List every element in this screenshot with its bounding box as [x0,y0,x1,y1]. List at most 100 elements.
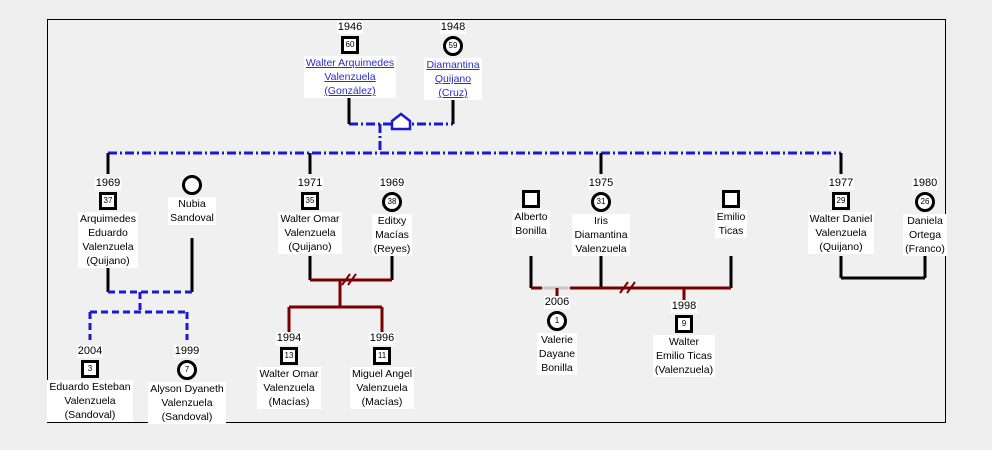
male-square-icon[interactable] [722,190,740,208]
name-line: Alyson Dyaneth [150,383,224,395]
name-line[interactable]: (González) [324,85,376,97]
name-line: Valenzuela [575,243,627,255]
birth-year: 1969 [378,177,406,190]
name-line: Nubia [178,198,206,210]
birth-year: 1975 [587,177,615,190]
birth-year: 1948 [439,21,467,34]
name-line: Valenzuela [356,382,408,394]
name-line: Iris [594,215,608,227]
name-line[interactable]: (Cruz) [438,87,468,99]
name-line: (Quijano) [86,255,130,267]
female-circle-icon[interactable]: 38 [382,192,402,212]
male-square-icon[interactable] [522,190,540,208]
name-line[interactable]: Diamantina [426,59,480,71]
iris-unions-lines [529,256,733,300]
name-line: Editxy [377,215,407,227]
name-line: (Valenzuela) [654,364,714,376]
name-line: Daniela [907,215,943,227]
name-line: Valenzuela [815,227,867,239]
female-circle-icon[interactable] [182,175,202,195]
birth-year: 1980 [911,177,939,190]
name-line: Emilio [716,211,746,223]
birth-year: 1971 [296,177,324,190]
name-line: Valerie [541,334,573,346]
male-square-icon[interactable]: 13 [280,347,298,365]
male-square-icon[interactable]: 60 [341,36,359,54]
birth-year: 2006 [543,296,571,309]
name-line: (Quijano) [819,241,863,253]
name-line[interactable]: Valenzuela [324,71,376,83]
name-line: (Sandoval) [64,409,116,421]
male-square-icon[interactable]: 35 [301,192,319,210]
name-line: Valenzuela [284,227,336,239]
name-line: Walter [669,336,699,348]
female-circle-icon[interactable]: 7 [177,360,197,380]
female-circle-icon[interactable]: 1 [547,311,567,331]
name-line: (Quijano) [288,241,332,253]
name-line[interactable]: Walter Arquimedes [305,57,395,69]
male-square-icon[interactable]: 37 [99,192,117,210]
name-line: Valenzuela [263,382,315,394]
birth-year: 1969 [94,177,122,190]
name-line: Ortega [908,229,942,241]
female-circle-icon[interactable]: 26 [915,192,935,212]
birth-year: 1977 [827,177,855,190]
walter-daniel-daniela-lines [839,256,927,280]
name-line: (Sandoval) [161,411,213,423]
male-square-icon[interactable]: 11 [373,347,391,365]
male-square-icon[interactable]: 3 [81,360,99,378]
name-line: (Macías) [361,396,403,408]
female-circle-icon[interactable]: 59 [443,36,463,56]
male-square-icon[interactable]: 9 [675,315,693,333]
grandparents-union [108,122,841,155]
walter-omar-editxy-lines [287,256,394,332]
name-line[interactable]: Quijano [434,73,472,85]
name-line: (Reyes) [373,243,411,255]
name-line: Dayane [538,348,576,360]
name-line: Valenzuela [64,395,116,407]
female-circle-icon[interactable]: 31 [591,192,611,212]
name-line: Walter Daniel [809,213,873,225]
name-line: (Franco) [905,243,945,255]
name-line: Valenzuela [82,241,134,253]
name-line: Sandoval [170,212,214,224]
name-line: Ticas [718,225,744,237]
male-square-icon[interactable]: 29 [832,192,850,210]
birth-year: 1994 [275,332,303,345]
name-line: Miguel Angel [351,368,413,380]
arquimedes-nubia-lines [88,238,194,340]
name-line: Macías [375,229,409,241]
